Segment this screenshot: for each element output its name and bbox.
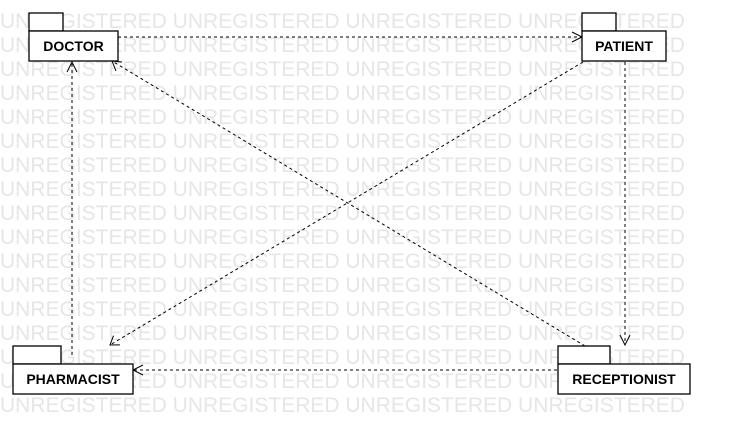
package-box: [12, 363, 134, 395]
package-patient[interactable]: PATIENT: [581, 12, 667, 62]
watermark-row: UNREGISTERED UNREGISTERED UNREGISTERED U…: [0, 154, 685, 177]
watermark-row: UNREGISTERED UNREGISTERED UNREGISTERED U…: [0, 10, 685, 33]
watermark-row: UNREGISTERED UNREGISTERED UNREGISTERED U…: [0, 178, 685, 201]
watermark-row: UNREGISTERED UNREGISTERED UNREGISTERED U…: [0, 346, 685, 369]
package-label-receptionist: RECEPTIONIST: [572, 371, 676, 387]
watermark-row: UNREGISTERED UNREGISTERED UNREGISTERED U…: [0, 106, 685, 129]
package-doctor[interactable]: DOCTOR: [28, 12, 119, 62]
package-tab: [557, 345, 611, 365]
watermark-row: UNREGISTERED UNREGISTERED UNREGISTERED U…: [0, 82, 685, 105]
package-tab: [581, 12, 617, 32]
dependency-patient-to-pharmacist[interactable]: [109, 61, 584, 346]
watermark-row: UNREGISTERED UNREGISTERED UNREGISTERED U…: [0, 370, 685, 393]
watermark-row: UNREGISTERED UNREGISTERED UNREGISTERED U…: [0, 58, 685, 81]
dependency-pharmacist-to-doctor[interactable]: [66, 60, 78, 355]
watermark-row: UNREGISTERED UNREGISTERED UNREGISTERED U…: [0, 250, 685, 273]
package-tab: [28, 12, 64, 32]
package-box: [28, 30, 119, 62]
watermark-row: UNREGISTERED UNREGISTERED UNREGISTERED U…: [0, 130, 685, 153]
package-receptionist[interactable]: RECEPTIONIST: [557, 345, 691, 395]
watermark-row: UNREGISTERED UNREGISTERED UNREGISTERED U…: [0, 394, 685, 417]
package-label-patient: PATIENT: [595, 38, 653, 54]
dependency-patient-to-receptionist[interactable]: [619, 62, 631, 347]
package-label-doctor: DOCTOR: [43, 38, 103, 54]
dependency-arrows: [66, 31, 631, 376]
watermark-row: UNREGISTERED UNREGISTERED UNREGISTERED U…: [0, 274, 685, 297]
watermark-row: UNREGISTERED UNREGISTERED UNREGISTERED U…: [0, 226, 685, 249]
package-label-pharmacist: PHARMACIST: [26, 371, 120, 387]
package-pharmacist[interactable]: PHARMACIST: [12, 345, 134, 395]
package-box: [581, 30, 667, 62]
package-box: [557, 363, 691, 395]
watermark-row: UNREGISTERED UNREGISTERED UNREGISTERED U…: [0, 202, 685, 225]
watermark-row: UNREGISTERED UNREGISTERED UNREGISTERED U…: [0, 34, 685, 57]
watermark-row: UNREGISTERED UNREGISTERED UNREGISTERED U…: [0, 298, 685, 321]
watermark: UNREGISTERED UNREGISTERED UNREGISTERED U…: [0, 10, 685, 417]
package-tab: [12, 345, 62, 365]
watermark-row: UNREGISTERED UNREGISTERED UNREGISTERED U…: [0, 322, 685, 345]
